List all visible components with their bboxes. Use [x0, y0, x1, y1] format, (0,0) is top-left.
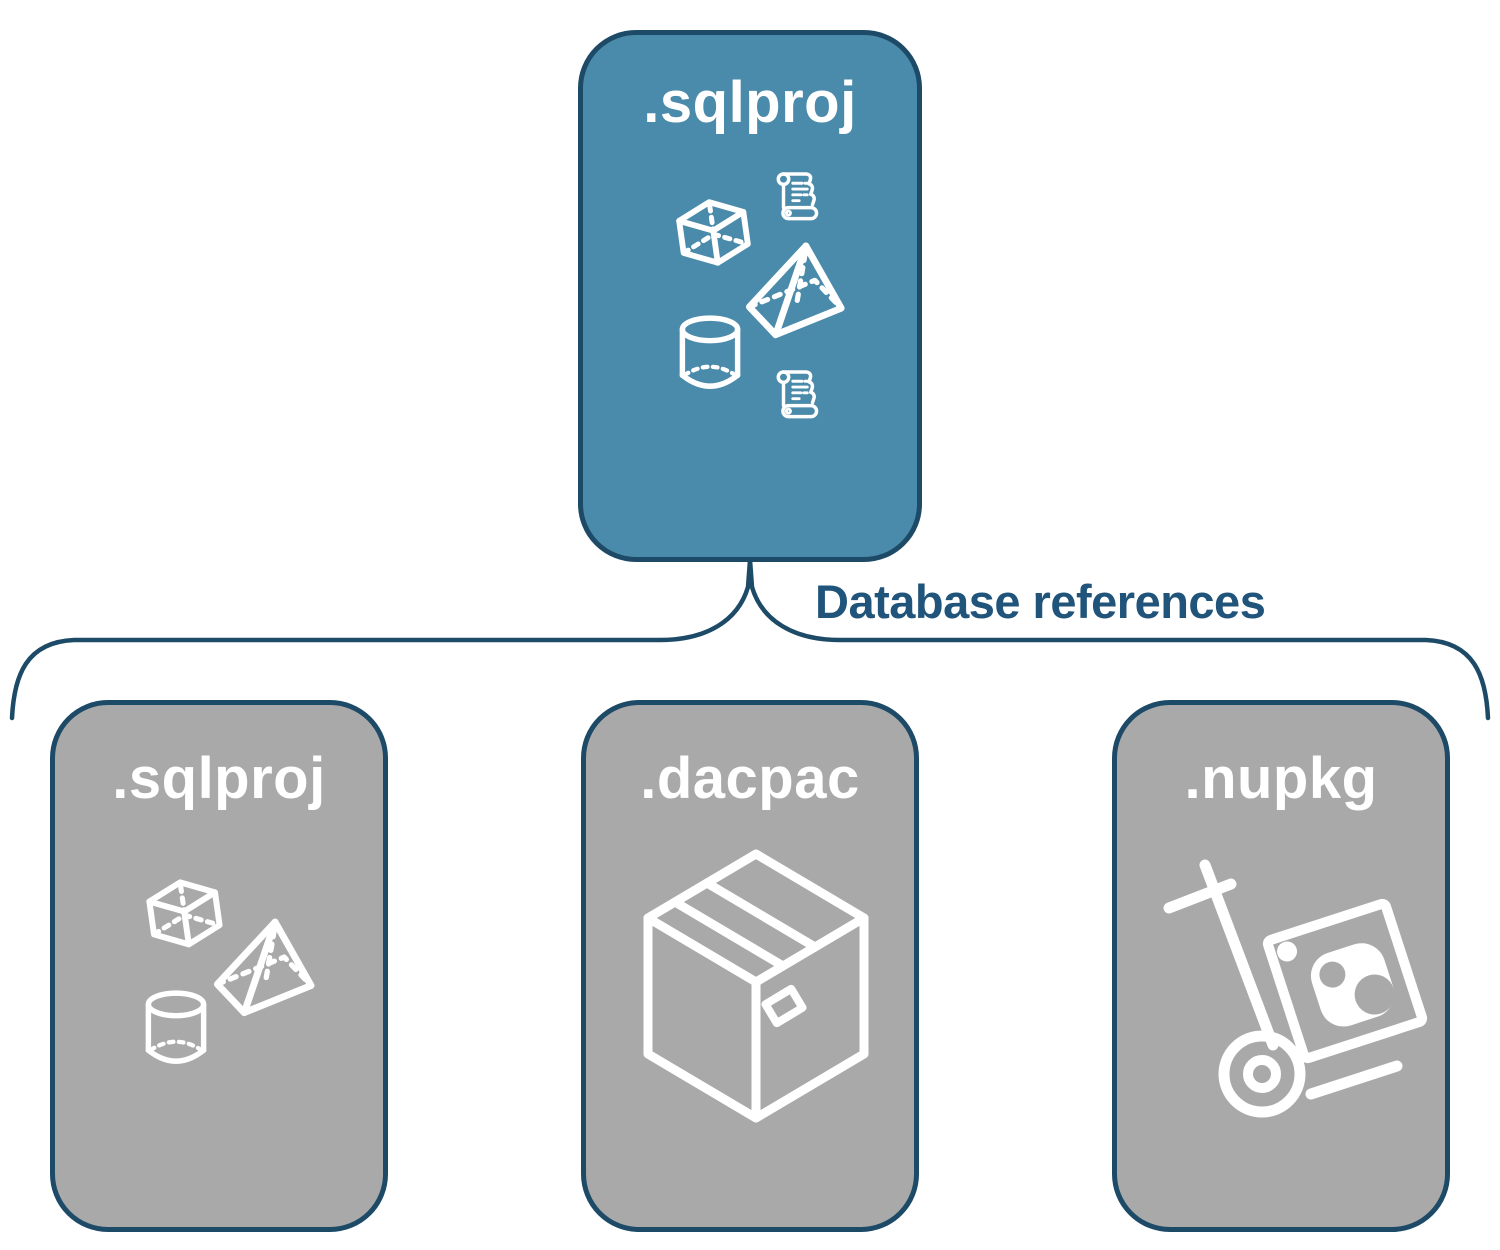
child-node-label: .nupkg: [1184, 746, 1378, 811]
root-node-sqlproj: .sqlproj: [578, 30, 922, 562]
child-node-sqlproj: .sqlproj: [50, 700, 388, 1232]
child-node-label: .sqlproj: [112, 746, 326, 811]
cylinder-icon: [141, 987, 211, 1070]
root-node-label: .sqlproj: [643, 70, 857, 135]
pyramid-icon: [208, 910, 324, 1026]
script-scroll-icon: [769, 365, 827, 423]
script-scroll-icon: [769, 167, 827, 225]
child-node-label: .dacpac: [640, 746, 860, 811]
cylinder-icon: [675, 313, 745, 394]
pyramid-icon: [740, 234, 854, 348]
child-node-dacpac: .dacpac: [581, 700, 919, 1232]
database-references-label: Database references: [815, 575, 1266, 628]
child-node-nupkg: .nupkg: [1112, 700, 1450, 1232]
package-box-icon: [635, 845, 877, 1135]
nuget-hand-truck-icon: [1149, 845, 1429, 1125]
